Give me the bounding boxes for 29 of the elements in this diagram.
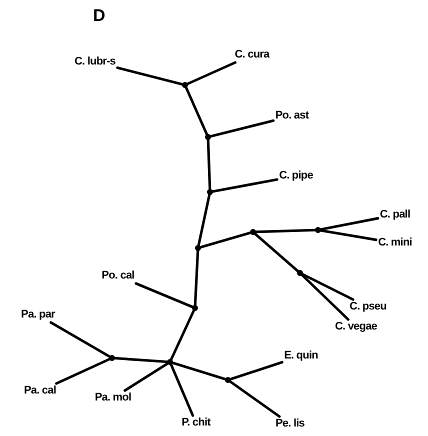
- taxon-label: C. vegae: [334, 320, 378, 334]
- branch-junction: [167, 359, 173, 365]
- taxon-label: C. pipe: [279, 170, 313, 182]
- tree-branch: [252, 230, 302, 274]
- branch-junction: [205, 134, 211, 140]
- taxon-label: C. pseu: [350, 300, 386, 314]
- taxon-label: Pe. lis: [276, 418, 304, 430]
- taxon-label: Pa. mol: [94, 392, 132, 404]
- taxon-label: C. mini: [378, 236, 412, 250]
- branch-junction: [182, 82, 188, 88]
- taxon-label: Pa. par: [21, 308, 55, 322]
- taxon-label: C. lubr-s: [74, 56, 116, 68]
- taxon-label: P. chit: [182, 416, 210, 430]
- taxon-label: Pa. cal: [24, 384, 56, 398]
- branch-junction: [109, 355, 115, 361]
- branch-junction: [315, 227, 321, 233]
- taxon-label: C. cura: [234, 48, 270, 62]
- branch-junction: [250, 229, 256, 235]
- taxon-label: E. quin: [284, 350, 318, 362]
- branch-junction: [297, 270, 303, 276]
- panel-letter: D: [93, 6, 106, 26]
- branch-junction: [195, 245, 201, 251]
- taxon-label: Po. cal: [102, 270, 134, 282]
- branch-junction: [192, 305, 198, 311]
- branch-junction: [225, 377, 231, 383]
- taxon-label: Po. ast: [275, 110, 309, 122]
- branch-junction: [207, 189, 213, 195]
- tree-branch: [226, 378, 281, 418]
- taxon-label: C. pall: [380, 208, 410, 222]
